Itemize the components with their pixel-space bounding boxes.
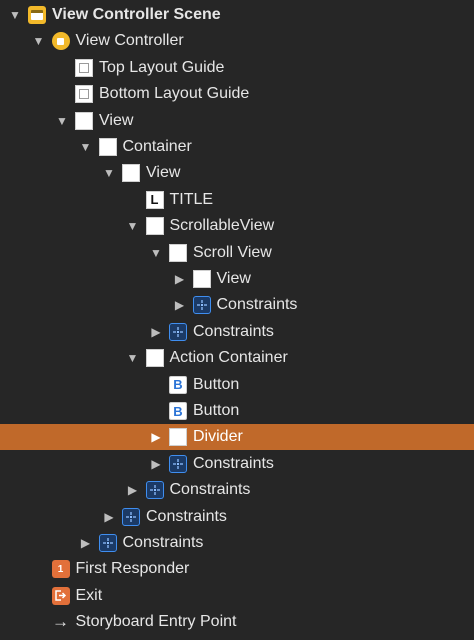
view-icon [169,243,187,262]
outline-row-view-controller-scene[interactable]: ▼ View Controller Scene [0,2,474,28]
disclosure-open-icon[interactable]: ▼ [103,166,115,181]
outline-row-constraints[interactable]: ▶ Constraints [0,451,474,477]
outline-row-label: Constraints [146,507,227,525]
disclosure-open-icon[interactable]: ▼ [79,140,92,154]
disclosure-closed-icon[interactable]: ▶ [151,324,161,339]
outline-row-view[interactable]: ▼ View [0,160,474,186]
outline-row-label: Action Container [169,349,288,367]
outline-row-label: TITLE [169,190,214,208]
outline-row-first-responder[interactable]: 1 First Responder [0,556,474,582]
disclosure-open-icon[interactable]: ▼ [9,8,21,22]
view-icon [122,164,140,183]
disclosure-closed-icon[interactable]: ▶ [127,483,138,498]
outline-row-label: Constraints [193,454,274,472]
outline-row-scrollableview[interactable]: ▼ ScrollableView [0,213,474,239]
constraints-icon [98,534,117,552]
constraints-icon [169,322,187,341]
view-icon [75,111,93,130]
disclosure-closed-icon[interactable]: ▶ [80,536,91,550]
outline-row-label: Exit [75,586,103,604]
layout-guide-icon [75,85,93,104]
outline-row-constraints[interactable]: ▶ Constraints [0,319,474,345]
outline-row-view[interactable]: ▼ View [0,108,474,134]
outline-row-label: View [146,164,181,182]
outline-row-label: Scroll View [193,243,272,261]
outline-row-label: Constraints [193,322,274,340]
disclosure-closed-icon[interactable]: ▶ [174,298,185,313]
outline-row-label: Button [193,375,240,393]
outline-row-constraints[interactable]: ▶ Constraints [0,530,474,556]
outline-row-label: Constraints [169,481,251,499]
label-icon: L [145,190,164,209]
entry-arrow-icon: → [52,612,69,632]
outline-row-container[interactable]: ▼ Container [0,134,474,160]
outline-row-label: View Controller [75,32,184,50]
exit-icon [51,586,70,605]
button-icon: B [169,375,187,394]
layout-guide-icon [75,58,93,77]
outline-row-label: Divider [193,428,243,446]
button-icon: B [169,402,187,420]
outline-row-view[interactable]: ▶ View [0,266,474,292]
constraints-icon [192,296,211,315]
view-icon [98,138,117,156]
outline-row-button[interactable]: B Button [0,398,474,424]
first-responder-icon: 1 [51,560,70,579]
outline-row-label: View [99,111,134,129]
constraints-icon [145,481,164,500]
view-icon [192,270,211,288]
constraints-icon [122,507,140,526]
outline-row-scroll-view[interactable]: ▼ Scroll View [0,240,474,266]
scene-icon [28,6,46,24]
outline-row-view-controller[interactable]: ▼ View Controller [0,28,474,54]
outline-row-bottom-layout-guide[interactable]: Bottom Layout Guide [0,81,474,107]
outline-row-constraints[interactable]: ▶ Constraints [0,477,474,503]
disclosure-closed-icon[interactable]: ▶ [151,430,161,445]
outline-row-label: Constraints [216,296,298,314]
disclosure-open-icon[interactable]: ▼ [32,34,45,49]
outline-row-top-layout-guide[interactable]: Top Layout Guide [0,55,474,81]
view-icon [169,428,187,447]
view-icon [145,349,164,368]
disclosure-open-icon[interactable]: ▼ [126,351,139,366]
outline-row-label: ScrollableView [169,217,275,235]
outline-row-storyboard-entry-point[interactable]: → Storyboard Entry Point [0,609,474,635]
view-controller-icon [51,32,70,51]
outline-row-button[interactable]: B Button [0,372,474,398]
outline-row-label: Top Layout Guide [99,58,225,76]
disclosure-closed-icon[interactable]: ▶ [104,509,114,524]
outline-row-constraints[interactable]: ▶ Constraints [0,504,474,530]
disclosure-closed-icon[interactable]: ▶ [151,456,161,471]
disclosure-open-icon[interactable]: ▼ [126,219,139,234]
outline-row-label: Constraints [122,534,204,551]
outline-row-label: Storyboard Entry Point [75,613,237,631]
view-icon [145,217,164,236]
disclosure-open-icon[interactable]: ▼ [150,245,162,260]
outline-row-label: View Controller Scene [52,6,221,23]
outline-row-action-container[interactable]: ▼ Action Container [0,345,474,371]
outline-row-label: First Responder [75,560,190,578]
disclosure-open-icon[interactable]: ▼ [56,113,68,128]
outline-row-label: View [216,270,251,287]
outline-row-label: Bottom Layout Guide [99,85,250,103]
outline-row-label: Button [193,402,240,419]
outline-row-title[interactable]: L TITLE [0,187,474,213]
constraints-icon [169,454,187,473]
outline-row-label: Container [122,138,192,155]
outline-row-exit[interactable]: Exit [0,583,474,609]
outline-row-constraints[interactable]: ▶ Constraints [0,292,474,318]
disclosure-closed-icon[interactable]: ▶ [174,272,185,286]
outline-row-divider[interactable]: ▶ Divider [0,424,474,451]
